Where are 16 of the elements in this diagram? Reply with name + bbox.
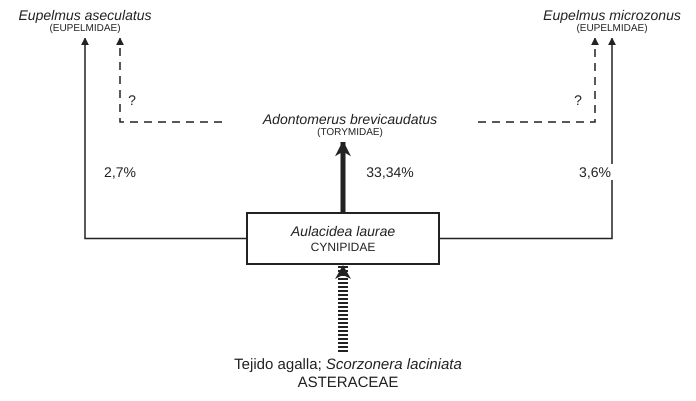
species-name: Eupelmus microzonus	[543, 6, 681, 24]
edge-label: ?	[572, 92, 584, 108]
family-name: CYNIPIDAE	[310, 240, 376, 254]
species-name: Eupelmus aseculatus	[18, 6, 152, 24]
edge-label: ?	[126, 92, 138, 108]
species-name: Tejido agalla; Scorzonera laciniata	[234, 356, 462, 374]
species-name: Adontomerus brevicaudatus	[262, 110, 438, 128]
species-name: Aulacidea laurae	[290, 222, 396, 240]
family-name: ASTERACEAE	[298, 374, 398, 392]
edge-label: 33,34%	[364, 164, 416, 180]
edge-label: 3,6%	[577, 164, 613, 180]
family-name: (EUPELMIDAE)	[576, 23, 648, 36]
family-name: (TORYMIDAE)	[317, 127, 383, 140]
family-name: (EUPELMIDAE)	[49, 23, 121, 36]
taxon-box	[246, 212, 440, 265]
edge-label: 2,7%	[102, 164, 138, 180]
